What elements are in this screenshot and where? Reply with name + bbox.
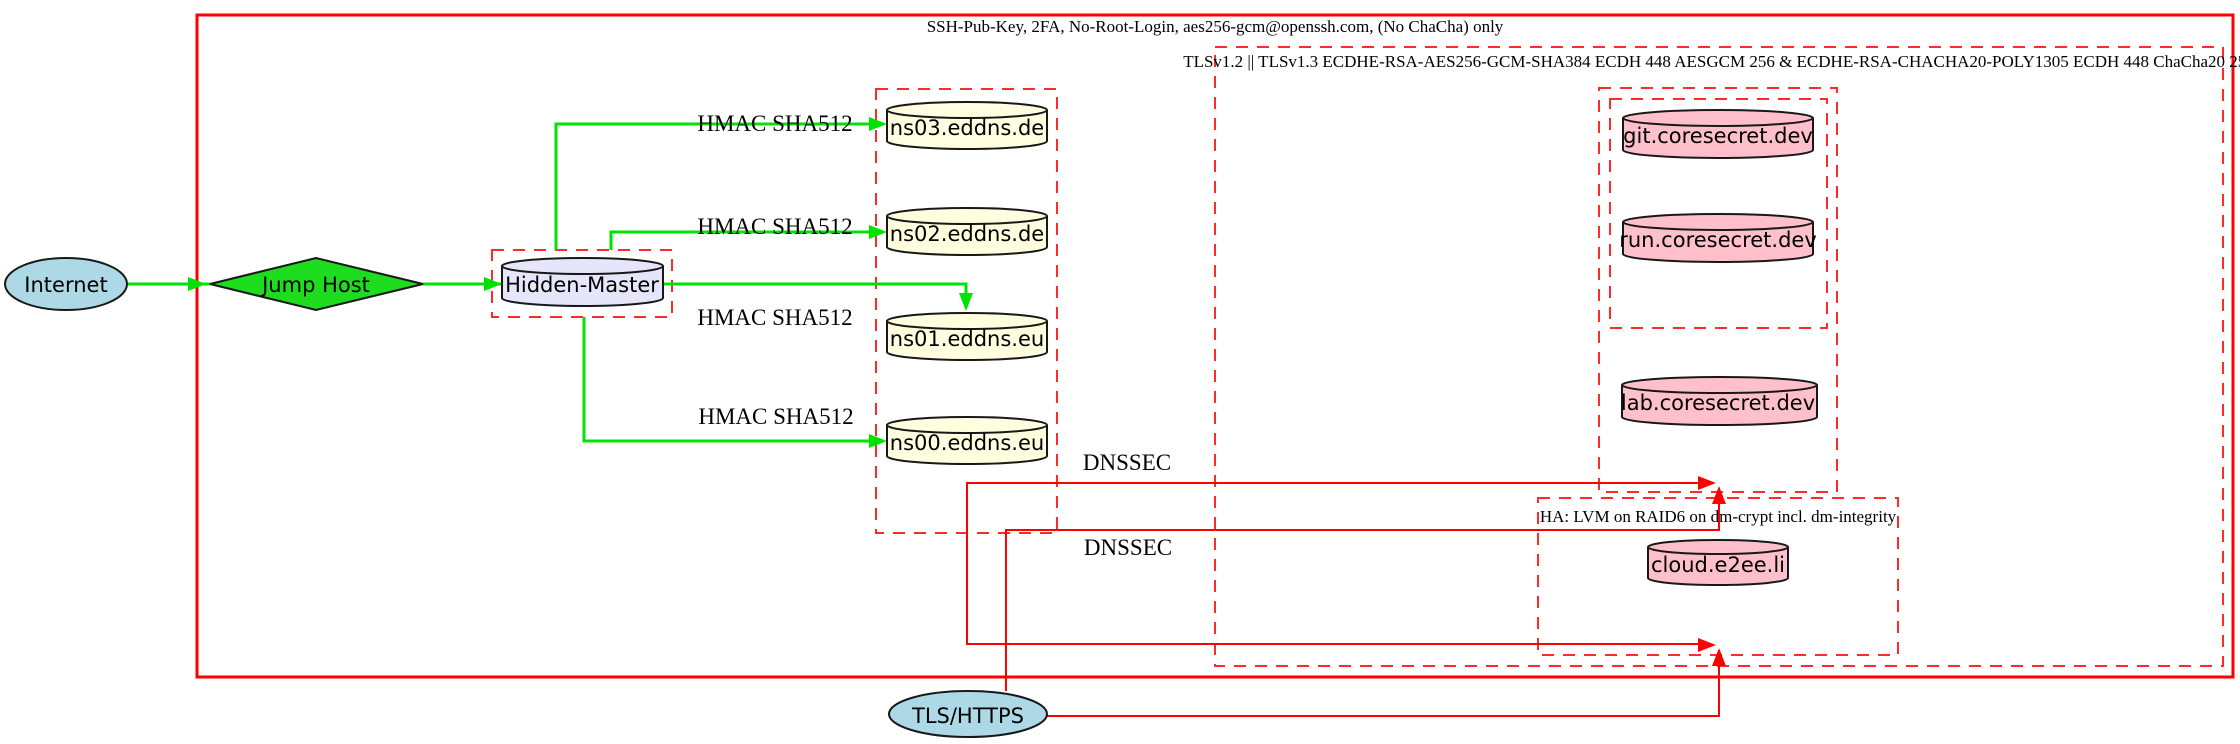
lab-node	[1621, 376, 1818, 426]
servers-inner-cluster-box	[1609, 98, 1828, 329]
arrowhead-right-lower	[1698, 638, 1716, 652]
arrowhead-ns02	[869, 225, 887, 239]
arrowhead-right-upper	[1698, 476, 1716, 490]
hmac-label-ns00: HMAC SHA512	[698, 404, 854, 429]
ha-cluster-label: HA: LVM on RAID6 on dm-crypt incl. dm-in…	[1539, 507, 1897, 526]
cloud-node	[1647, 539, 1789, 586]
dnssec-label-lower: DNSSEC	[1083, 535, 1173, 560]
tls-https-label: TLS/HTTPS	[911, 704, 1025, 728]
edge-ns-dnssec-double	[966, 482, 1700, 645]
ns02-label: ns02.eddns.de	[889, 222, 1045, 246]
edge-tls-https-to-ha	[1047, 662, 1720, 717]
run-label: run.coresecret.dev	[1619, 228, 1817, 252]
arrowhead-up-ha	[1712, 648, 1726, 666]
ns00-node	[886, 416, 1048, 465]
arrowhead-internet	[188, 277, 206, 291]
git-node	[1622, 109, 1814, 159]
lab-label: lab.coresecret.dev	[1620, 391, 1816, 415]
arrowhead-ns03	[869, 117, 887, 131]
ns01-label: ns01.eddns.eu	[889, 327, 1045, 351]
edge-tls-dnssec-to-servers	[1005, 500, 1720, 691]
edge-hm-ns01	[663, 282, 968, 296]
ssh-perimeter-label: SSH-Pub-Key, 2FA, No-Root-Login, aes256-…	[926, 17, 1504, 36]
ns02-node	[886, 207, 1048, 256]
edge-hm-ns03	[554, 122, 872, 250]
git-label: git.coresecret.dev	[1623, 124, 1813, 148]
edge-hm-ns02	[609, 230, 872, 250]
tls-cluster-label: TLSv1.2 || TLSv1.3 ECDHE-RSA-AES256-GCM-…	[1183, 52, 2240, 71]
arrowhead-ns01	[959, 293, 973, 311]
hmac-label-ns01: HMAC SHA512	[697, 305, 853, 330]
hmac-label-ns02: HMAC SHA512	[697, 214, 853, 239]
ns01-node	[886, 312, 1048, 361]
hidden-master-label: Hidden-Master	[505, 273, 659, 297]
ns00-label: ns00.eddns.eu	[889, 431, 1045, 455]
hidden-master-node	[501, 257, 664, 307]
jump-host-label: Jump Host	[262, 273, 370, 297]
internet-label: Internet	[24, 273, 108, 297]
dnssec-label-upper: DNSSEC	[1082, 450, 1172, 475]
jump-host-node	[209, 256, 424, 312]
edge-hm-ns00	[582, 317, 872, 443]
internet-node	[4, 257, 128, 311]
cloud-label: cloud.e2ee.li	[1650, 553, 1786, 577]
run-node	[1622, 213, 1814, 263]
tls-https-node	[888, 690, 1048, 738]
ns03-label: ns03.eddns.de	[889, 116, 1045, 140]
ns03-node	[886, 101, 1048, 150]
ns-cluster-box	[875, 88, 1058, 534]
arrowhead-hiddenmaster	[484, 277, 502, 291]
ssh-perimeter-cluster-box	[195, 13, 2235, 679]
hmac-label-ns03: HMAC SHA512	[697, 111, 853, 136]
arrowhead-up-servers	[1712, 486, 1726, 504]
arrowhead-ns00	[869, 434, 887, 448]
